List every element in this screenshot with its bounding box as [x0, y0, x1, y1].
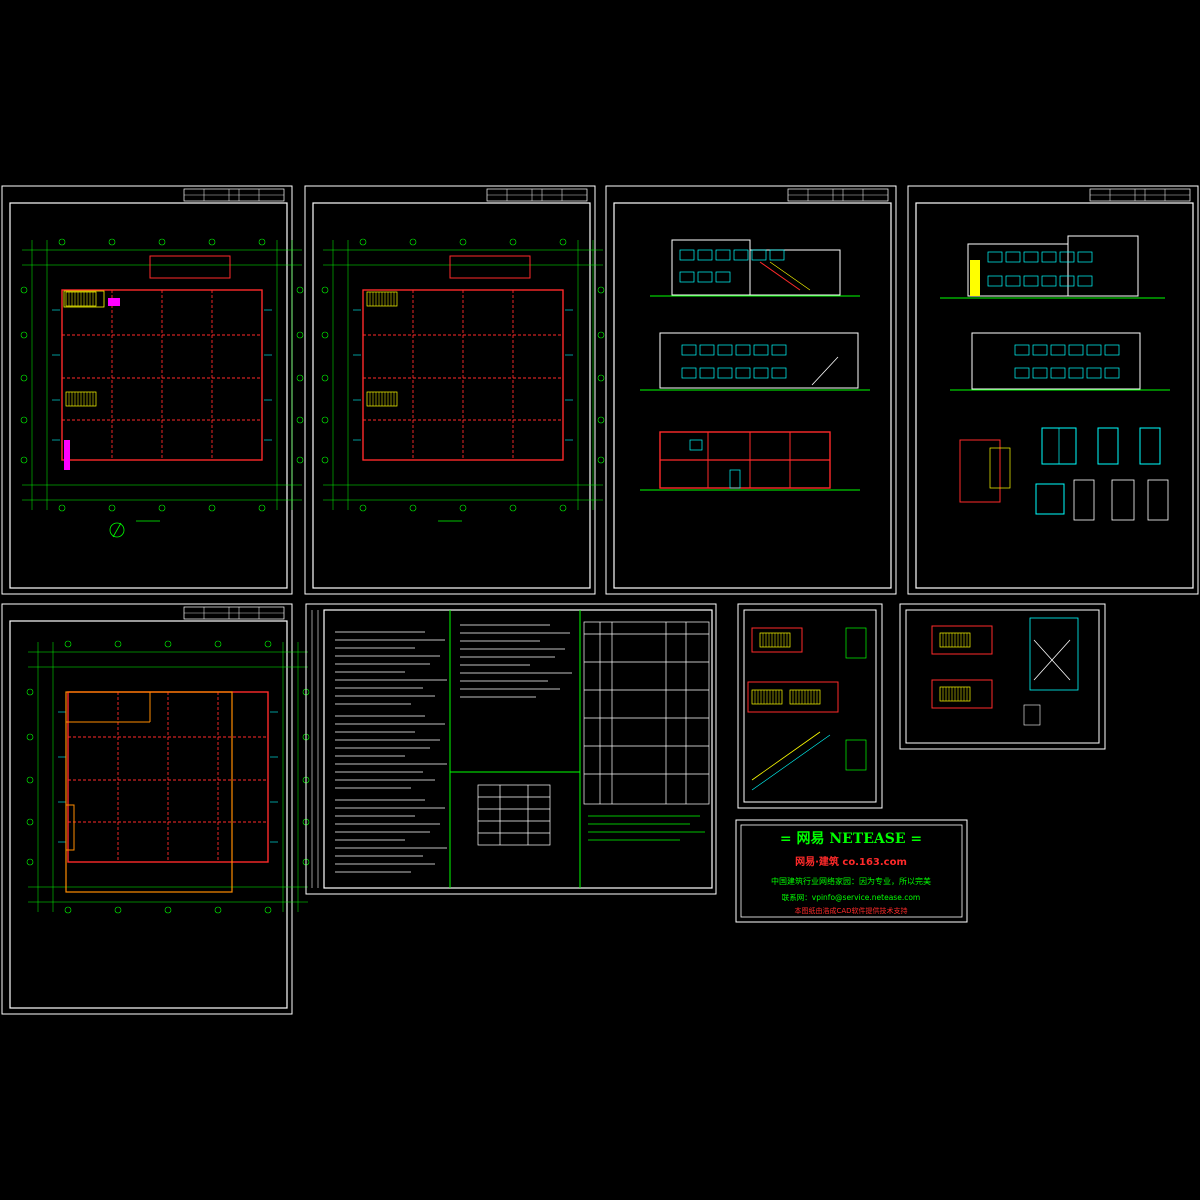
sheet-stair-details-b — [899, 603, 1106, 750]
ad-line-slogan: 中国建筑行业网络家园：因为专业，所以完美 — [771, 876, 931, 886]
sheet-elevations-details — [907, 185, 1199, 595]
sheet-second-floor-plan — [304, 185, 605, 595]
ad-line-contact: 联系网：vpinfo@service.netease.com — [782, 892, 920, 902]
sheet-first-floor-plan — [1, 185, 304, 595]
ad-line-brand: = 网易 NETEASE = — [780, 831, 922, 847]
sheet-elevations-section — [605, 185, 897, 595]
sheet-design-notes — [305, 603, 717, 895]
ad-line-site: 网易·建筑 co.163.com — [795, 855, 907, 868]
sheet-stair-details-a — [737, 603, 883, 809]
ad-panel: = 网易 NETEASE = 网易·建筑 co.163.com 中国建筑行业网络… — [735, 819, 968, 923]
sheet-roof-plan — [1, 603, 310, 1015]
ad-line-credit: 本图纸由浩成CAD软件提供技术支持 — [794, 906, 907, 915]
